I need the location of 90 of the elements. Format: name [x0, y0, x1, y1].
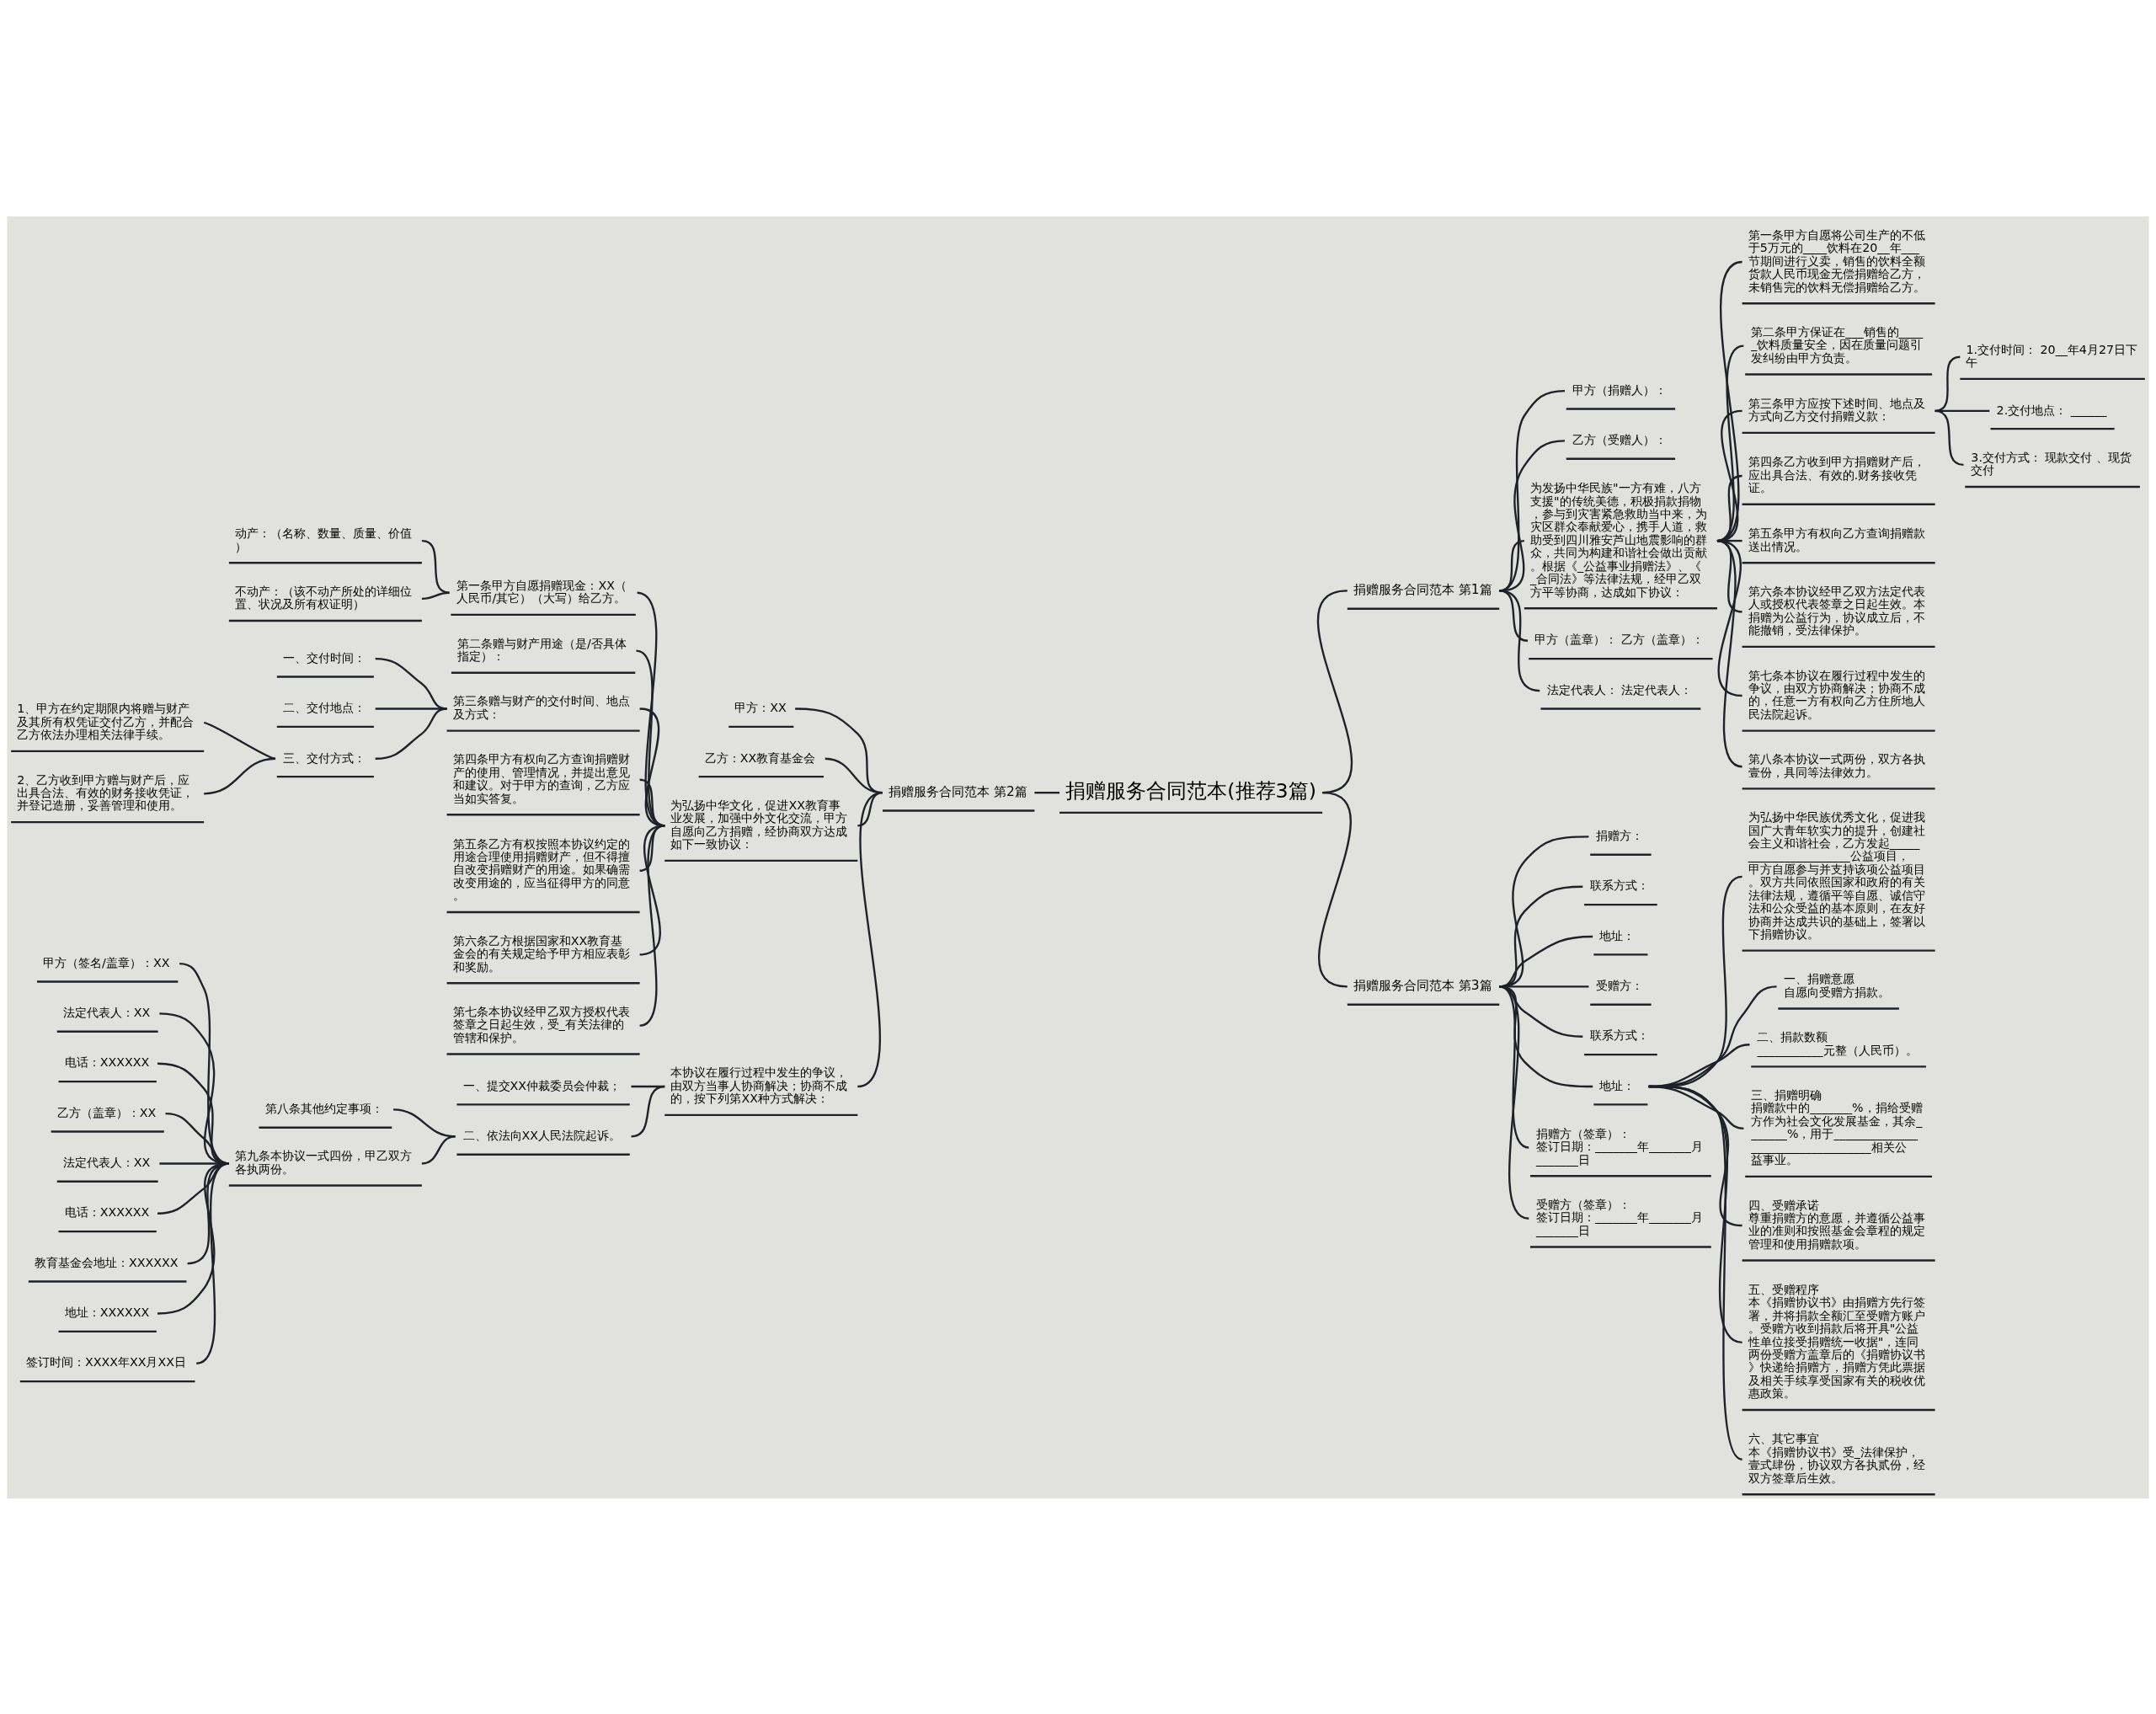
node-text: 捐赠方：: [1596, 828, 1644, 842]
connector: [631, 1085, 665, 1138]
node-text: 受赠方（签章）： 签订日期：_______年_______月_______日: [1536, 1197, 1703, 1237]
node-text: 第六条本协议经甲乙双方法定代表人或授权代表签章之日起生效。本捐赠为公益行为，协议成立后，不能撤销，受法律保护。: [1748, 584, 1925, 637]
connector: [203, 721, 276, 760]
connector: [421, 539, 450, 594]
node-text: 第七条本协议在履行过程中发生的争议，由双方协商解决；协商不成的，任意一方有权向乙方住所地人民法院起诉。: [1748, 668, 1925, 721]
node-text: 甲方（捐赠人）：: [1572, 382, 1667, 397]
connector: [204, 757, 276, 795]
node-text: 1、甲方在约定期限内将赠与财产及其所有权凭证交付乙方，并配合乙方依法办理相关法律手续。: [17, 701, 195, 741]
node-text: 乙方：XX教育基金会: [704, 750, 816, 764]
node-text: 联系方式：: [1590, 1028, 1650, 1042]
node-text: 为发扬中华民族"一方有难，八方支援"的传统美德，积极捐款捐物，参与到灾害紧急救助当中来，为灾区群众奉献爱心，携手人道，救助受到四川雅安芦山地震影响的群众，共同为构建和谐社会做出贡献。根据《_公益事业捐赠法》、《_合同法》等法律法规，经甲乙双方平等协商，达成如下协议：: [1530, 480, 1707, 598]
node-text: 法定代表人：XX: [62, 1005, 151, 1019]
node-text: 为弘扬中华文化，促进XX教育事业发展，加强中外文化交流，甲方自愿向乙方捐赠，经协商双方达成如下一致协议：: [670, 798, 848, 851]
node-text: 第四条甲方有权向乙方查询捐赠财产的使用、管理情况，并提出意见和建议。对于甲方的查询，乙方应当如实答复。: [452, 751, 630, 805]
node-text: 甲方：XX: [734, 700, 787, 714]
node-text: 教育基金会地址：XXXXXX: [35, 1255, 179, 1269]
node-text: 第五条乙方有权按照本协议约定的用途合理使用捐赠财产，但不得擅自改变捐赠财产的用途。如果确需改变用途的，应当征得甲方的同意。: [452, 836, 630, 902]
node-text: 法定代表人：XX: [62, 1155, 151, 1169]
connector: [1034, 791, 1060, 793]
connector: [1316, 589, 1353, 793]
connector: [1716, 539, 1742, 697]
connector: [157, 1161, 229, 1315]
node-text: 乙方（受赠人）：: [1572, 432, 1667, 446]
connector: [1935, 355, 1961, 412]
node-text: 不动产：（该不动产所处的详细位置、状况及所有权证明）: [234, 584, 412, 611]
node-text: 电话：XXXXXX: [64, 1204, 150, 1219]
connector: [421, 1135, 456, 1165]
node-text: 地址：: [1599, 928, 1636, 942]
node-text: 捐赠服务合同范本 第2篇: [889, 783, 1027, 799]
node-text: 为弘扬中华民族优秀文化，促进我国广大青年软实力的提升，创建社会主义和谐社会，乙方发起______________________公益项目，甲方自愿参与并支持该项公益项目。双方共同依照国家和政府的有关法律法规，遵循平等自愿、诚信守法和公众受益的基本原则，在友好协商并达成共识的基础上，签署以下捐赠协议。: [1748, 809, 1925, 941]
node-text: 三、捐赠明确 捐赠款中的_______%，捐给受赠方作为社会文化发展基金，其余_______%，用于__________________________________相关公益事业。: [1751, 1087, 1923, 1167]
node-text: 一、捐赠意愿 自愿向受赠方捐款。: [1784, 971, 1891, 999]
node-text: 一、提交XX仲裁委员会仲裁；: [462, 1078, 622, 1092]
node-text: 动产：（名称、数量、质量、价值）: [234, 526, 412, 553]
node-text: 地址：XXXXXX: [64, 1305, 150, 1319]
node-text: 捐赠方（签章）： 签订日期：_______年_______月_______日: [1536, 1126, 1703, 1167]
node-text: 第七条本协议经甲乙双方授权代表签章之日起生效，受_有关法律的管辖和保护。: [452, 1004, 630, 1044]
node-text: 2.交付地点： ______: [1996, 403, 2107, 416]
node-text: 第一条甲方自愿捐赠现金：XX（人民币/其它）（大写）给乙方。: [456, 578, 627, 605]
node-text: 地址：: [1599, 1078, 1636, 1092]
node-text: 甲方（盖章）： 乙方（盖章）：: [1534, 632, 1704, 646]
connector: [1935, 409, 1964, 466]
node-text: 第四条乙方收到甲方捐赠财产后，应出具合法、有效的.财务接收凭证。: [1748, 454, 1925, 494]
node-text: 乙方（盖章）：XX: [56, 1105, 157, 1119]
node-text: 第六条乙方根据国家和XX教育基金会的有关规定给予甲方相应表彰和奖励。: [452, 933, 630, 974]
node-text: 第二条赠与财产用途（是/否具体指定）：: [457, 636, 627, 663]
node-text: 第八条其他约定事项：: [264, 1101, 383, 1115]
node-text: 二、捐款数额 ___________元整（人民币）。: [1757, 1029, 1918, 1057]
node-text: 捐赠服务合同范本 第1篇: [1353, 581, 1492, 597]
node-text: 第三条赠与财产的交付时间、地点及方式：: [452, 693, 630, 721]
node-text: 第五条甲方有权向乙方查询捐赠款送出情况。: [1748, 526, 1925, 553]
node-text: 本协议在履行过程中发生的争议，由双方当事人协商解决；协商不成的，按下列第XX种方式解决：: [670, 1065, 848, 1105]
node-text: 一、交付时间：: [282, 650, 366, 665]
node-text: 签订时间：XXXX年XX月XX日: [25, 1354, 186, 1369]
connector: [1498, 985, 1529, 1220]
node-text: 第二条甲方保证在___销售的_____饮料质量安全，因在质量问题引发纠纷由甲方负责。: [1751, 324, 1924, 365]
connector: [857, 791, 883, 826]
node-text: 2、乙方收到甲方赠与财产后，应出具合法、有效的财务接收凭证，并登记造册，妥善管理和使用。: [17, 772, 195, 812]
node-text: 受赠方：: [1596, 978, 1644, 992]
node-text: 捐赠服务合同范本(推荐3篇): [1065, 778, 1316, 803]
node-text: 六、其它事宜 本《捐赠协议书》受_法律保护，壹式肆份，协议双方各执贰份，经双方签章后生效。: [1748, 1431, 1925, 1485]
connector: [421, 591, 450, 600]
node-text: 五、受赠程序 本《捐赠协议书》由捐赠方先行签署，并将捐款全额汇至受赠方账户。受赠方收到捐款后将开具"公益性单位接受捐赠统一收据"，连同两份受赠方盖章后的《捐赠协议书》快递给捐赠方，捐赠方凭此票据及相关手续享受国家有关的税收优惠政策。: [1748, 1282, 1925, 1400]
node-text: 第一条甲方自愿将公司生产的不低于5万元的____饮料在20__年___节期间进行义卖，销售的饮料全额货款人民币现金无偿捐赠给乙方，未销售完的饮料无偿捐赠给乙方。: [1748, 227, 1925, 294]
connector: [857, 791, 883, 1087]
node-text: 二、依法向XX人民法院起诉。: [462, 1128, 622, 1142]
connector: [1716, 539, 1743, 767]
node-text: 第九条本协议一式四份，甲乙双方各执两份。: [234, 1148, 412, 1176]
node-text: 三、交付方式：: [282, 750, 366, 764]
node-text: 3.交付方式： 现款交付 、现货交付: [1971, 450, 2132, 477]
connector: [375, 707, 447, 760]
node-text: 捐赠服务合同范本 第3篇: [1353, 977, 1492, 993]
connector: [375, 657, 447, 710]
connector: [639, 824, 665, 1027]
connector: [1648, 1085, 1743, 1460]
node-text: 1.交付时间： 20__年4月27日下午: [1966, 342, 2138, 369]
node-text: 第八条本协议一式两份，双方各执壹份，具同等法律效力。: [1748, 751, 1925, 779]
connector: [1499, 589, 1540, 691]
connector: [375, 707, 447, 710]
node-text: 法定代表人： 法定代表人：: [1546, 682, 1693, 697]
node-text: 二、交付地点：: [282, 700, 366, 714]
node-text: 四、受赠承诺 尊重捐赠方的意愿，并遵循公益事业的准则和按照基金会章程的规定管理和使用捐赠款项。: [1748, 1198, 1925, 1251]
connector: [1318, 791, 1352, 988]
node-text: 第三条甲方应按下述时间、地点及方式向乙方交付捐赠义款：: [1748, 396, 1925, 423]
node-text: 电话：XXXXXX: [64, 1055, 150, 1069]
node-text: 联系方式：: [1590, 878, 1650, 892]
connector: [1499, 985, 1593, 1087]
node-text: 甲方（签名/盖章）：XX: [43, 955, 170, 969]
